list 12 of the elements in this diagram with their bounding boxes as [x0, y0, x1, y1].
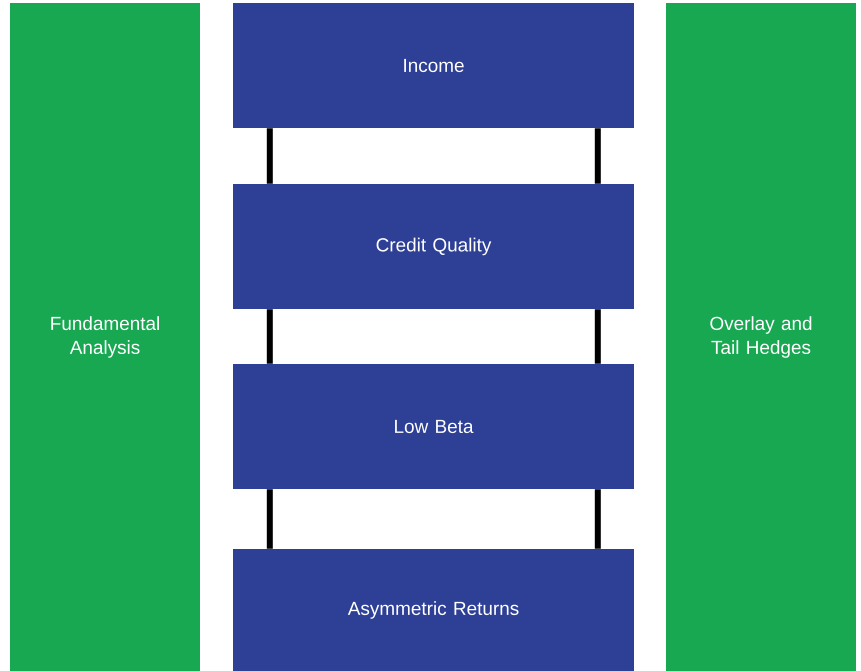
connector-line — [266, 489, 273, 549]
side-panel: Fundamental Analysis — [10, 3, 200, 671]
connector-line — [594, 489, 601, 549]
level-box: Income — [233, 3, 634, 128]
connector-line — [594, 128, 601, 184]
level-box: Low Beta — [233, 364, 634, 489]
connector-line — [266, 309, 273, 364]
level-box: Asymmetric Returns — [233, 549, 634, 671]
connector-line — [266, 128, 273, 184]
level-box: Credit Quality — [233, 184, 634, 309]
side-panel: Overlay and Tail Hedges — [666, 3, 856, 671]
connector-line — [594, 309, 601, 364]
